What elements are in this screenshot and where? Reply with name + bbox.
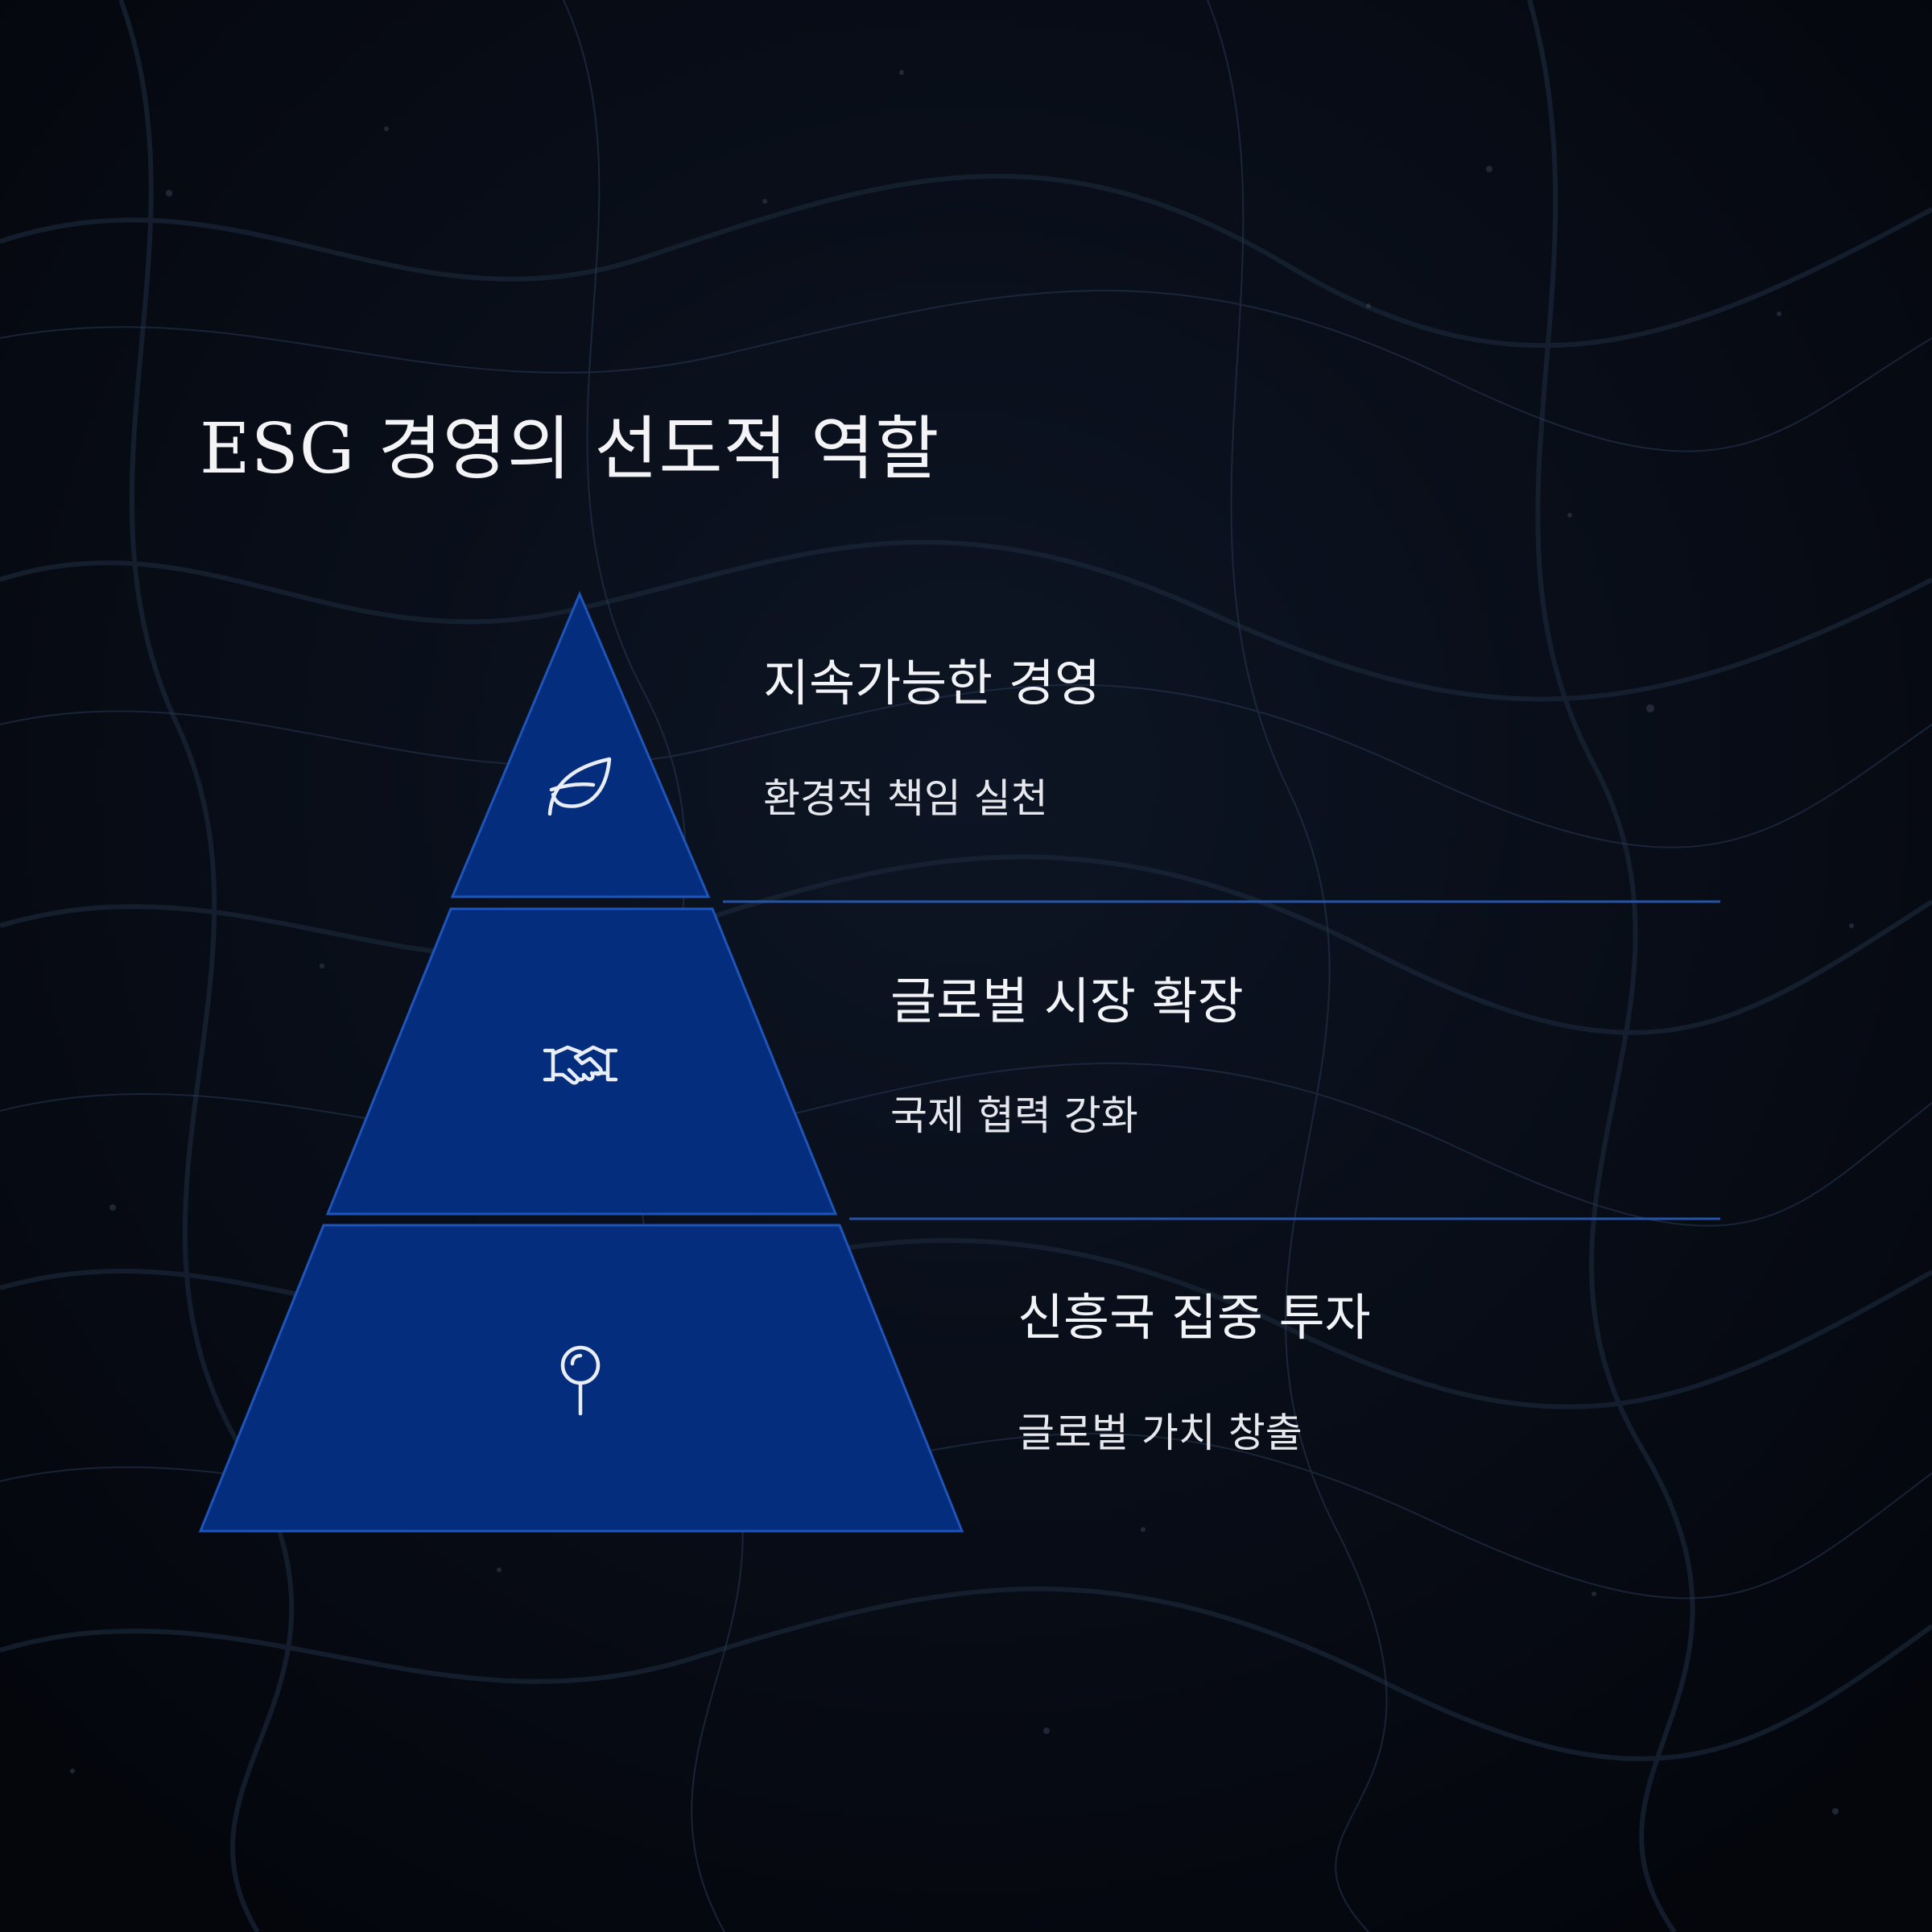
level-1-title: 지속가능한 경영 bbox=[763, 654, 1100, 712]
level-1-subtitle: 환경적 책임 실천 bbox=[763, 775, 1048, 822]
pyramid-tier-top bbox=[450, 591, 711, 898]
map-pin-icon bbox=[542, 1341, 619, 1418]
page-title: ESG 경영의 선도적 역할 bbox=[200, 409, 940, 489]
level-3-subtitle: 글로벌 가치 창출 bbox=[1018, 1410, 1302, 1456]
pyramid-tier-bottom bbox=[198, 1224, 964, 1533]
level-2-title: 글로벌 시장 확장 bbox=[890, 972, 1244, 1030]
handshake-icon bbox=[542, 1025, 619, 1102]
leaf-icon bbox=[542, 745, 619, 822]
level-2-subtitle: 국제 협력 강화 bbox=[890, 1092, 1138, 1139]
level-3-title: 신흥국 집중 투자 bbox=[1018, 1288, 1371, 1347]
